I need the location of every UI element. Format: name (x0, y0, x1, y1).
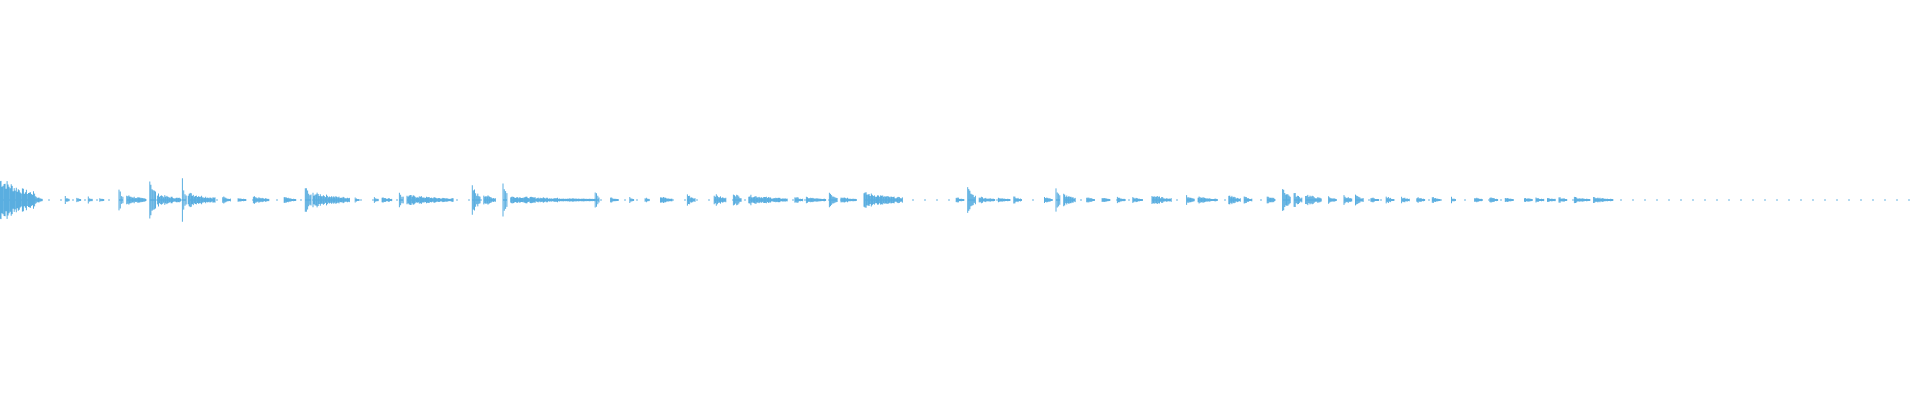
waveform-peaks (0, 178, 1614, 222)
